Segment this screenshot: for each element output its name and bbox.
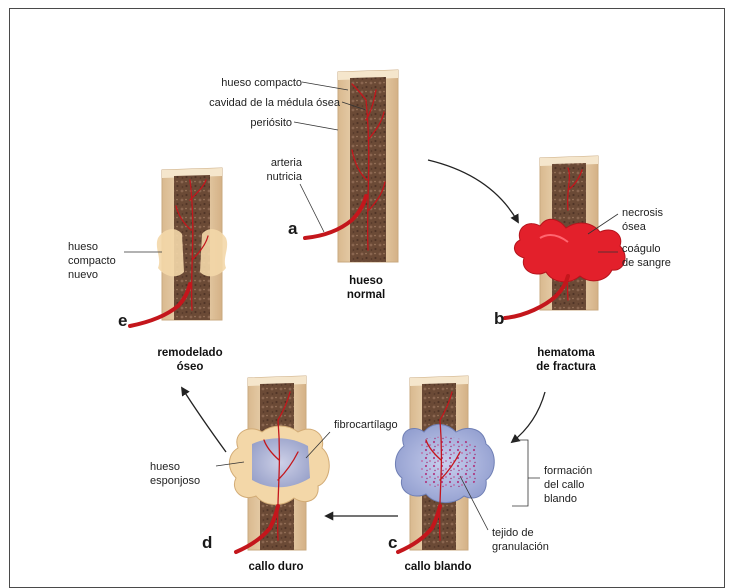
label-periosito: periósito — [250, 117, 292, 129]
label-arteria: arteria — [271, 157, 303, 169]
label-tejido-2: granulación — [492, 541, 549, 553]
label-hueso-compacto: hueso compacto — [221, 77, 302, 89]
letter-a: a — [288, 219, 298, 238]
caption-c: callo blando — [404, 561, 471, 573]
bone-e-remodeled — [130, 168, 227, 326]
arrow-a-to-b — [428, 160, 518, 222]
label-coagulo: coágulo — [622, 243, 661, 255]
caption-b-2: de fractura — [536, 361, 596, 373]
letter-b: b — [494, 309, 504, 328]
label-hueso-cn-1: hueso — [68, 241, 98, 253]
label-hueso-esp-1: hueso — [150, 461, 180, 473]
label-de-sangre: de sangre — [622, 257, 671, 269]
label-formacion-3: blando — [544, 493, 577, 505]
label-formacion-2: del callo — [544, 479, 584, 491]
caption-e-1: remodelado — [157, 347, 222, 359]
caption-a-1: hueso — [349, 275, 383, 287]
bone-d-hard-callus — [229, 376, 329, 552]
caption-b-1: hematoma — [537, 347, 595, 359]
letter-c: c — [388, 533, 397, 552]
label-tejido-1: tejido de — [492, 527, 534, 539]
label-nutricia: nutricia — [267, 171, 303, 183]
label-osea: ósea — [622, 221, 647, 233]
label-cavidad-medula: cavidad de la médula ósea — [209, 97, 341, 109]
bone-b-hematoma — [505, 156, 625, 318]
label-fibrocartilago: fibrocartílago — [334, 419, 398, 431]
bracket-formacion — [512, 440, 540, 506]
label-formacion-1: formación — [544, 465, 592, 477]
caption-d: callo duro — [249, 561, 304, 573]
caption-e-2: óseo — [177, 361, 204, 373]
label-hueso-cn-3: nuevo — [68, 269, 98, 281]
letter-d: d — [202, 533, 212, 552]
letter-e: e — [118, 311, 127, 330]
arrow-d-to-e — [182, 388, 226, 452]
label-hueso-cn-2: compacto — [68, 255, 116, 267]
arrow-b-to-c — [512, 392, 545, 442]
leader-arteria — [300, 184, 324, 232]
caption-a-2: normal — [347, 289, 385, 301]
bone-c-soft-callus — [395, 376, 494, 552]
fracture-healing-diagram: hueso compacto cavidad de la médula ósea… — [0, 0, 736, 575]
label-hueso-esp-2: esponjoso — [150, 475, 200, 487]
label-necrosis: necrosis — [622, 207, 663, 219]
leader-periosito — [294, 122, 338, 130]
